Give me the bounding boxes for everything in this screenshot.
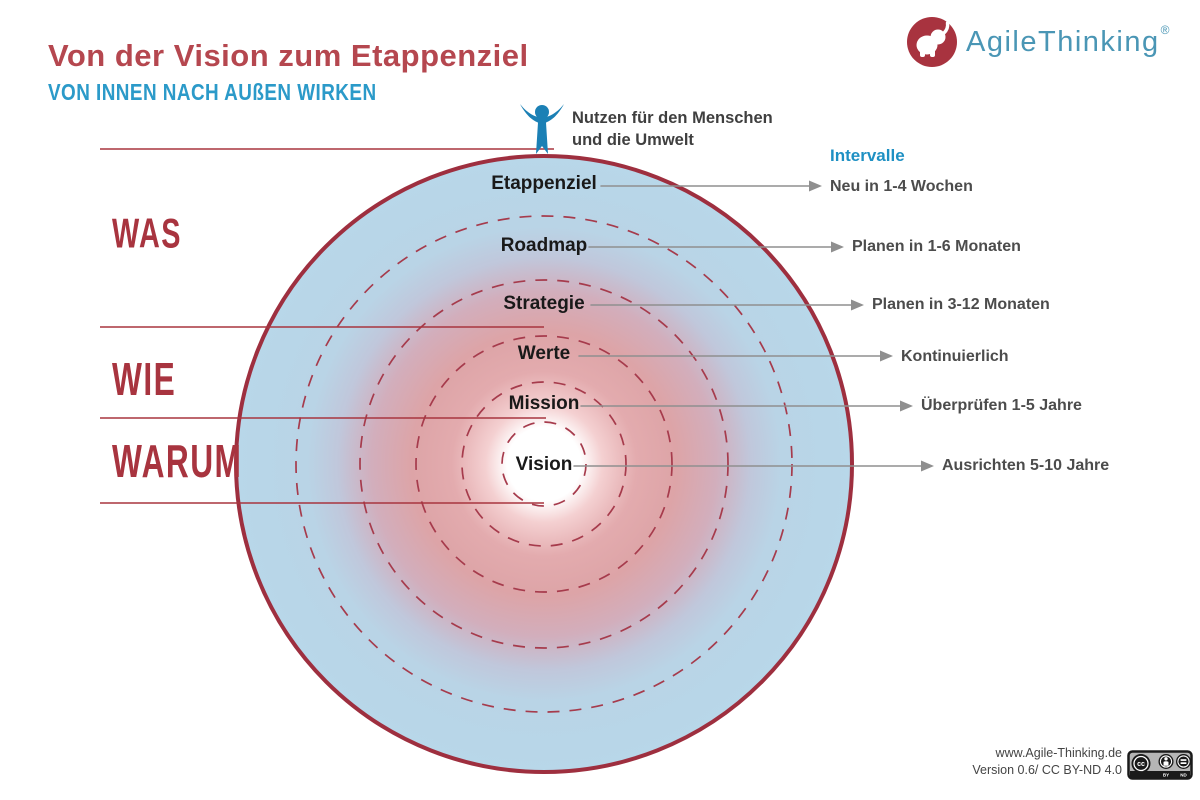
ring-label-mission: Mission [508,393,580,414]
page-subtitle: VON INNEN NACH AUßEN WIRKEN [48,80,377,106]
cc-glyph: cc [1137,761,1145,768]
elephant-logo-icon [906,16,958,68]
ring-roadmap [295,215,793,713]
ring-strategie [359,279,729,649]
ring-label-roadmap: Roadmap [500,235,588,256]
ring-label-strategie: Strategie [503,293,585,314]
question-label-was: WAS [112,210,182,258]
arrow-right-icon [900,400,913,412]
interval-werte: Kontinuierlich [901,348,1009,365]
footer-version: Version 0.6/ CC BY-ND 4.0 [972,762,1122,777]
interval-vision: Ausrichten 5-10 Jahre [942,457,1110,474]
by-glyph: BY [1163,773,1169,778]
interval-roadmap: Planen in 1-6 Monaten [852,238,1021,255]
interval-mission: Überprüfen 1-5 Jahre [921,397,1082,414]
registered-mark: ® [1160,23,1170,37]
section-divider-lines [100,148,554,504]
brand-name: AgileThinking [966,25,1160,58]
nd-glyph: ND [1180,773,1187,778]
intervals-title: Intervalle [830,146,905,165]
benefit-note-line2: und die Umwelt [572,131,694,149]
page-title: Von der Vision zum Etappenziel [48,38,529,73]
arrow-right-icon [831,241,844,253]
outer-circle [234,154,854,774]
dashed-rings [295,215,793,713]
arrow-right-icon [851,299,864,311]
ring-mission [461,381,627,547]
ring-vision [501,421,587,507]
benefit-note-line1: Nutzen für den Menschen [572,109,773,127]
footer-website: www.Agile-Thinking.de [995,746,1122,760]
arrow-right-icon [880,350,893,362]
arrow-right-icon [809,180,822,192]
arrow-right-icons [809,180,934,472]
interval-strategie: Planen in 3-12 Monaten [872,296,1050,313]
ring-werte [415,335,673,593]
person-arms-raised-icon [514,104,570,163]
question-label-warum: WARUM [112,435,243,488]
cc-by-nd-badge-icon: cc BY ND [1127,750,1193,780]
arrow-right-icon [921,460,934,472]
connector-lines [573,185,923,467]
question-label-wie: WIE [112,353,177,406]
interval-etappenziel: Neu in 1-4 Wochen [830,178,973,195]
brand-logo: AgileThinking ® [906,16,1169,68]
ring-label-werte: Werte [517,343,571,364]
ring-label-vision: Vision [515,454,573,475]
ring-label-etappenziel: Etappenziel [491,173,597,194]
benefit-note: Nutzen für den Menschen und die Umwelt [572,107,773,151]
footer: www.Agile-Thinking.de Version 0.6/ CC BY… [972,745,1122,778]
